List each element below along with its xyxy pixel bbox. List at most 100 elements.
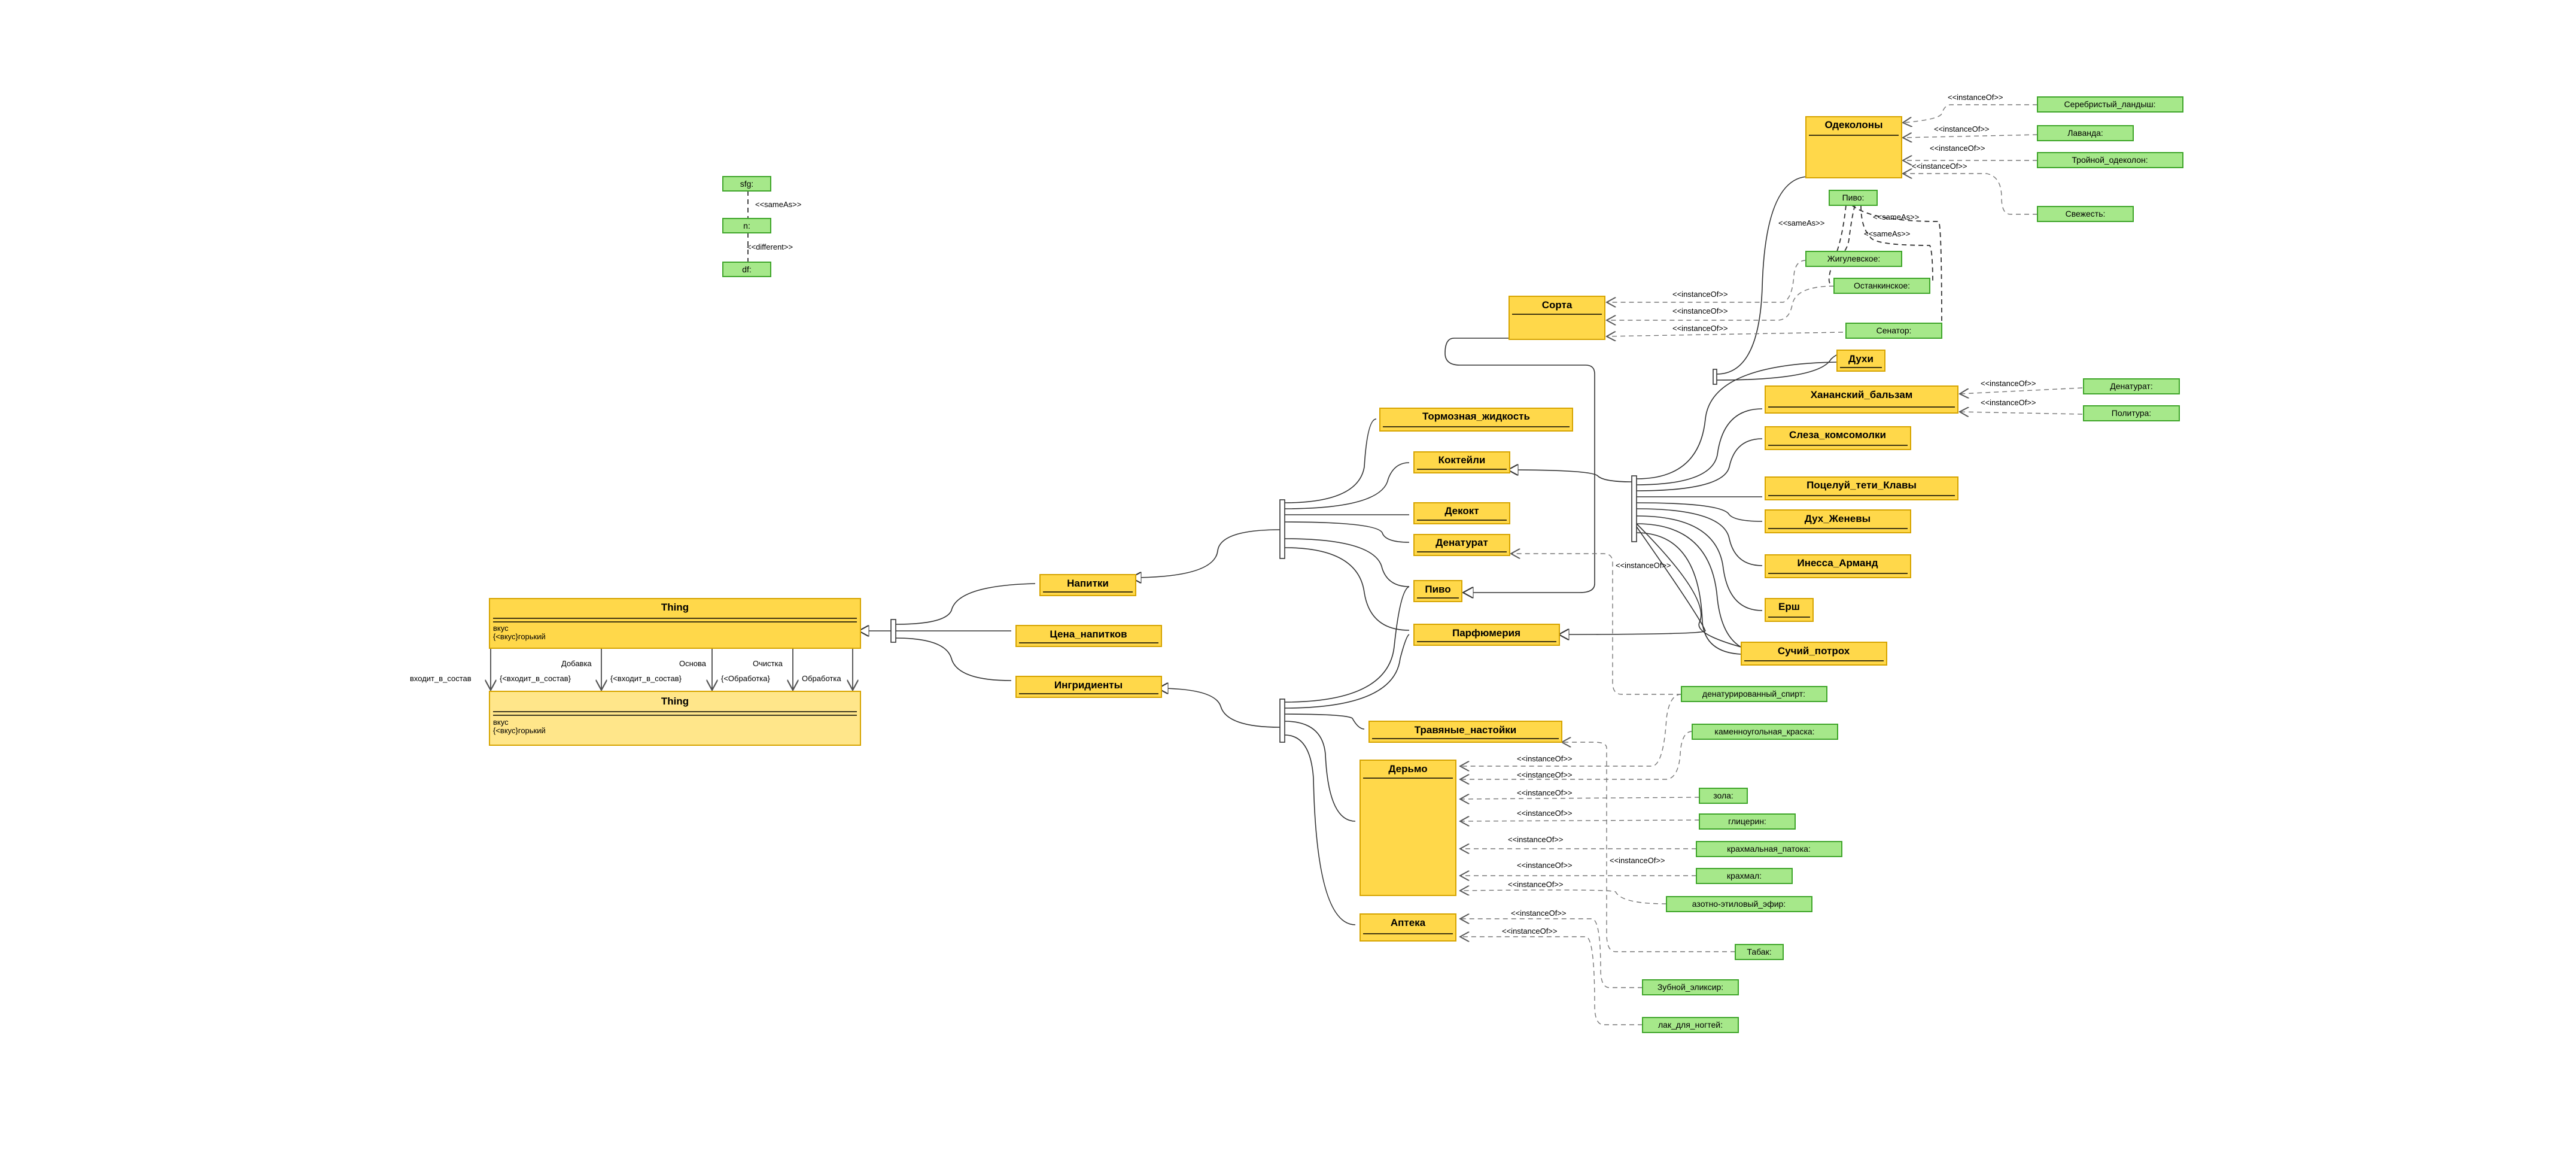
class-napitki[interactable]: Напитки [1039,574,1136,596]
individual-troynoy[interactable]: Тройной_одеколон: [2037,152,2183,168]
thing-class-bottom[interactable]: Thing вкус {<вкус}горький [489,691,861,746]
node-label: Инесса_Арманд [1797,557,1878,569]
instanceof-label: <<instanceOf>> [1517,809,1573,818]
instanceof-label: <<instanceOf>> [1508,880,1564,889]
individual-azotno[interactable]: азотно-этиловый_эфир: [1666,896,1812,912]
instanceof-label: <<instanceOf>> [1511,909,1567,918]
relation-label: входит_в_состав [410,674,472,683]
individual-lavanda[interactable]: Лаванда: [2037,125,2134,141]
class-ersh[interactable]: Ерш [1765,598,1814,622]
node-label: Сучий_потрох [1778,645,1850,657]
individual-zubnoy[interactable]: Зубной_эликсир: [1642,979,1739,995]
node-label: Парфюмерия [1452,627,1520,639]
individual-label: df: [742,265,752,274]
attribute-text: вкус [493,624,509,633]
thing-class-top[interactable]: Thing вкус {<вкус}горький [489,598,861,649]
sameas-label: <<sameAs>> [1864,229,1910,238]
instanceof-label: <<instanceOf>> [1981,398,2036,407]
individual-svezhest[interactable]: Свежесть: [2037,206,2134,222]
class-suchiy[interactable]: Сучий_потрох [1741,642,1887,666]
instanceof-label: <<instanceOf>> [1517,861,1573,870]
class-dekokt[interactable]: Декокт [1413,502,1510,524]
legend-individuals: sfg: n: df: [722,176,771,277]
sameas-label: <<sameAs>> [755,200,801,209]
node-label: азотно-этиловый_эфир: [1692,899,1786,909]
individual-ostankinskoe[interactable]: Останкинское: [1833,278,1930,294]
class-hanaanskiy[interactable]: Хананский_бальзам [1765,385,1958,414]
instanceof-label: <<instanceOf>> [1610,856,1665,865]
relation-label: Основа [679,659,707,668]
individual-lak[interactable]: лак_для_ногтей: [1642,1017,1739,1033]
relation-label: {<входит_в_состав} [500,674,571,683]
node-label: Денатурат: [2110,381,2152,391]
individual-label: sfg: [740,179,754,189]
node-label: крахмальная_патока: [1727,844,1811,854]
individual-label: n: [743,221,750,230]
class-inessa[interactable]: Инесса_Арманд [1765,554,1911,578]
class-tormoznaya[interactable]: Тормозная_жидкость [1379,408,1573,432]
class-duh-zhenevy[interactable]: Дух_Женевы [1765,509,1911,533]
individual-df[interactable] [722,262,771,277]
individual-denaturat[interactable]: Денатурат: [2083,378,2180,394]
instanceof-label: <<instanceOf>> [1912,162,1967,171]
individual-tabak[interactable]: Табак: [1735,944,1784,960]
node-label: Ерш [1778,601,1800,612]
class-title: Thing [661,696,689,707]
class-dermo[interactable]: Дерьмо [1360,760,1456,896]
individual-politura[interactable]: Политура: [2083,405,2180,421]
instanceof-label: <<instanceOf>> [1948,93,2003,102]
node-label: лак_для_ногтей: [1658,1020,1723,1030]
class-boxes: Напитки Цена_напитков Ингридиенты Тормоз… [1015,116,1958,942]
individual-zhigulevskoe[interactable]: Жигулевское: [1805,251,1902,267]
relation-label: Добавка [561,659,592,668]
class-cena-napitkov[interactable]: Цена_напитков [1015,625,1162,647]
node-label: Политура: [2112,408,2151,418]
relation-label: {<Обработка} [721,674,770,683]
class-odekolony[interactable]: Одеколоны [1805,116,1902,178]
instanceof-label: <<instanceOf>> [1930,144,1985,153]
class-kokteyli[interactable]: Коктейли [1413,451,1510,473]
class-duhi[interactable]: Духи [1836,350,1885,372]
class-poceluy[interactable]: Поцелуй_тети_Клавы [1765,476,1958,500]
class-sorta[interactable]: Сорта [1509,296,1605,340]
node-label: Лаванда: [2067,128,2103,138]
instanceof-label: <<instanceOf>> [1672,306,1728,315]
node-label: Слеза_комсомолки [1789,429,1886,441]
instanceof-label: <<instanceOf>> [1981,379,2036,388]
node-label: Напитки [1067,578,1109,589]
sameas-label: <<sameAs>> [1778,218,1824,227]
individual-senator[interactable]: Сенатор: [1845,323,1942,339]
individual-kamennougolnaya[interactable]: каменноугольная_краска: [1692,724,1838,740]
individual-sfg[interactable] [722,176,771,192]
node-label: Аптека [1391,917,1426,928]
node-label: Коктейли [1438,454,1486,466]
individual-n[interactable] [722,218,771,233]
sameas-label: <<sameAs>> [1873,212,1919,221]
node-label: Зубной_эликсир: [1657,982,1723,992]
individual-denaturirovanny[interactable]: денатурированный_спирт: [1681,686,1827,702]
relation-label: {<входит_в_состав} [610,674,682,683]
attribute-text: вкус [493,718,509,727]
class-ingridienty[interactable]: Ингридиенты [1015,676,1162,698]
individual-zola[interactable]: зола: [1699,788,1748,804]
node-label: Свежесть: [2066,209,2106,218]
instanceof-label: <<instanceOf>> [1517,788,1573,797]
different-label: <<different>> [747,242,793,251]
node-label: глицерин: [1728,816,1766,826]
instanceof-label: <<instanceOf>> [1934,124,1990,133]
individual-krahmal[interactable]: крахмал: [1696,868,1793,884]
individual-krahmalnaya[interactable]: крахмальная_патока: [1696,841,1842,857]
class-parfyumeriya[interactable]: Парфюмерия [1413,624,1560,646]
relation-label: Обработка [802,674,841,683]
individual-pivo[interactable]: Пиво: [1829,190,1878,206]
class-sleza[interactable]: Слеза_комсомолки [1765,426,1911,450]
individual-serebristy[interactable]: Серебристый_ландыш: [2037,96,2183,113]
individual-glicerin[interactable]: глицерин: [1699,813,1796,830]
class-denaturat[interactable]: Денатурат [1413,534,1510,556]
class-pivo[interactable]: Пиво [1413,580,1462,602]
edge-labels: <<instanceOf>> <<instanceOf>> <<instance… [410,93,2036,936]
class-travyanye[interactable]: Травяные_настойки [1368,721,1562,743]
node-label: Денатурат [1435,537,1488,548]
class-apteka[interactable]: Аптека [1360,913,1456,942]
